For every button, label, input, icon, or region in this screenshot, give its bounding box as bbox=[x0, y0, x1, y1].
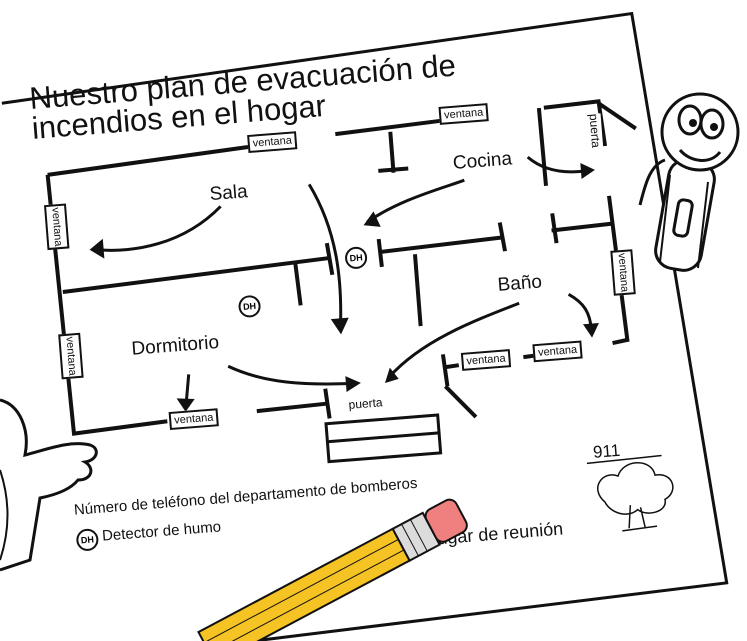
door-steps bbox=[324, 413, 443, 464]
escape-arrows bbox=[93, 155, 594, 405]
arrow-heads bbox=[89, 163, 599, 412]
evacuation-plan-sheet: Nuestro plan de evacuación de incendios … bbox=[0, 11, 740, 641]
mascot-character bbox=[638, 92, 740, 272]
house-walls bbox=[45, 99, 637, 436]
cartoon-hand bbox=[0, 398, 98, 572]
